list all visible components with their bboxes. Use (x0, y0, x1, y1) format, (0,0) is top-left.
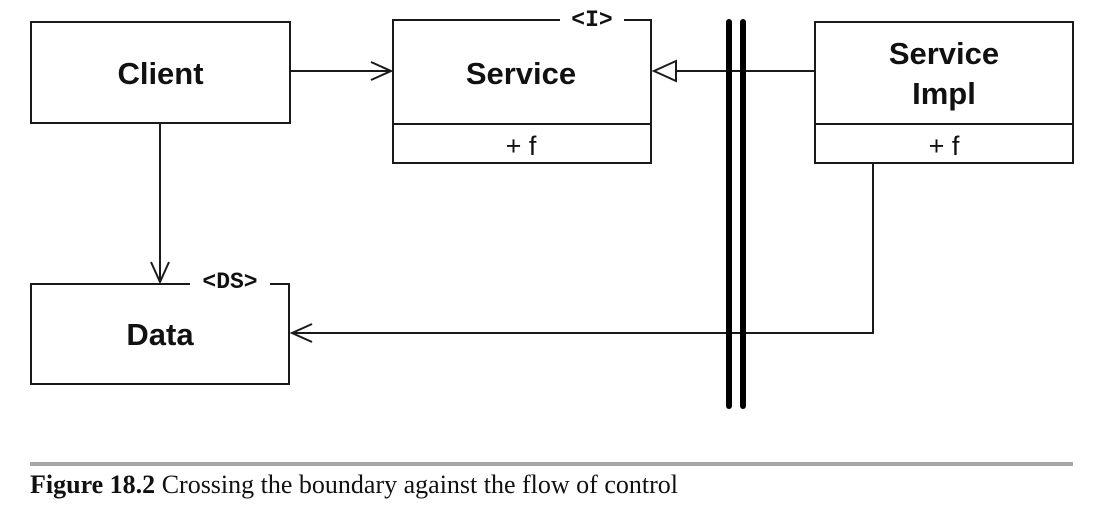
data-label: Data (126, 317, 194, 352)
data-stereotype: <DS> (202, 269, 257, 295)
client-to-data-arrow (150, 123, 170, 285)
service-label: Service (466, 56, 576, 91)
caption-text: Crossing the boundary against the flow o… (161, 470, 678, 499)
service-impl-label-line1: Service (889, 36, 999, 71)
service-impl-node: Service Impl + f (814, 21, 1074, 164)
architecture-boundary (726, 19, 746, 409)
client-label: Client (117, 56, 203, 91)
service-impl-label-line2: Impl (912, 76, 976, 111)
service-node: Service <I> + f (392, 7, 652, 164)
data-node: Data <DS> (30, 268, 290, 385)
service-stereotype: <I> (571, 7, 612, 33)
client-node: Client (30, 21, 291, 124)
caption-divider (30, 462, 1073, 466)
client-to-service-arrow (290, 61, 394, 81)
caption-label: Figure 18.2 (30, 470, 156, 499)
service-impl-member: + f (929, 131, 960, 161)
impl-to-service-realization (651, 59, 815, 83)
figure-caption: Figure 18.2 Crossing the boundary agains… (30, 470, 678, 500)
service-member: + f (506, 131, 537, 161)
impl-to-data-arrow (289, 163, 874, 343)
